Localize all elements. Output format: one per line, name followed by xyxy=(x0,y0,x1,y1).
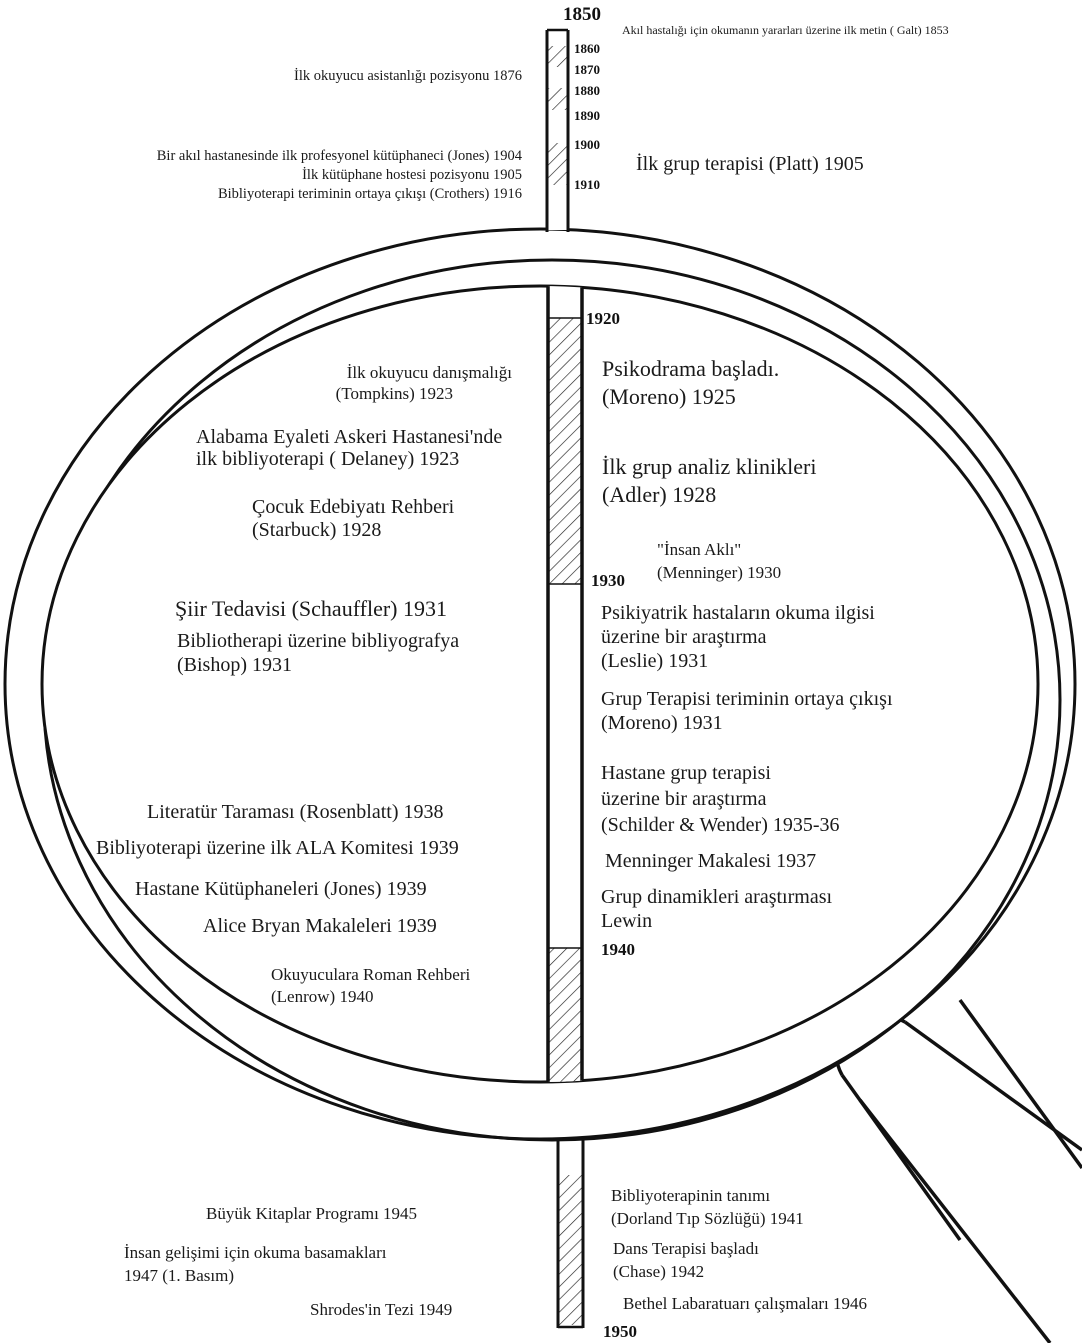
event-1931-bibliography-line1: Bibliotherapi üzerine bibliyografya xyxy=(177,630,460,652)
year-1890: 1890 xyxy=(574,108,600,123)
event-1941-line2: (Dorland Tıp Sözlüğü) 1941 xyxy=(611,1209,804,1228)
event-1930-line1: "İnsan Aklı" xyxy=(657,540,742,559)
event-1940-line2: (Lenrow) 1940 xyxy=(271,987,374,1006)
event-1945: Büyük Kitaplar Programı 1945 xyxy=(206,1204,418,1223)
event-1905-right: İlk grup terapisi (Platt) 1905 xyxy=(636,153,864,175)
magnifier-handle xyxy=(834,948,1082,1343)
event-1947-line1: İnsan gelişimi için okuma basamakları xyxy=(124,1243,387,1262)
year-1870: 1870 xyxy=(574,62,600,77)
event-1925-line2: (Moreno) 1925 xyxy=(602,384,736,409)
event-1935-line1: Hastane grup terapisi xyxy=(601,762,771,784)
year-1860: 1860 xyxy=(574,41,600,56)
event-1905-left: İlk kütüphane hostesi pozisyonu 1905 xyxy=(302,167,522,183)
event-1949: Shrodes'in Tezi 1949 xyxy=(310,1300,453,1319)
event-1928-right-line1: İlk grup analiz klinikleri xyxy=(602,454,817,479)
event-1928-left-line1: Çocuk Edebiyatı Rehberi xyxy=(252,496,455,518)
event-1931-leslie-line1: Psikiyatrik hastaların okuma ilgisi xyxy=(601,602,875,624)
event-1931-moreno-line1: Grup Terapisi teriminin ortaya çıkışı xyxy=(601,688,893,710)
event-1947-line2: 1947 (1. Basım) xyxy=(124,1266,235,1285)
event-1942-line2: (Chase) 1942 xyxy=(613,1262,705,1281)
year-1920: 1920 xyxy=(586,309,620,328)
event-1916: Bibliyoterapi teriminin ortaya çıkışı (C… xyxy=(217,186,522,202)
year-1900: 1900 xyxy=(574,137,600,152)
event-1931-leslie-line3: (Leslie) 1931 xyxy=(601,650,709,672)
event-1942-line1: Dans Terapisi başladı xyxy=(613,1239,759,1258)
event-1939-lewin-line2: Lewin xyxy=(601,910,653,932)
event-1937: Menninger Makalesi 1937 xyxy=(605,850,817,872)
timeline-bar-magnified xyxy=(546,286,584,1082)
event-1939-ala: Bibliyoterapi üzerine ilk ALA Komitesi 1… xyxy=(96,837,459,859)
event-1853: Akıl hastalığı için okumanın yararları ü… xyxy=(622,23,949,37)
event-1930-line2: (Menninger) 1930 xyxy=(657,563,782,582)
event-1939-lewin-line1: Grup dinamikleri araştırması xyxy=(601,886,833,908)
event-1931-leslie-line2: üzerine bir araştırma xyxy=(601,626,767,648)
event-1939-bryan: Alice Bryan Makaleleri 1939 xyxy=(203,915,437,937)
event-1931-poetry: Şiir Tedavisi (Schauffler) 1931 xyxy=(175,596,447,621)
event-1928-left-line2: (Starbuck) 1928 xyxy=(252,519,382,541)
event-1925-line1: Psikodrama başladı. xyxy=(602,356,780,381)
event-1904: Bir akıl hastanesinde ilk profesyonel kü… xyxy=(156,148,522,164)
event-1935-line3: (Schilder & Wender) 1935-36 xyxy=(601,814,840,836)
event-1941-line1: Bibliyoterapinin tanımı xyxy=(611,1186,771,1205)
event-1876: İlk okuyucu asistanlığı pozisyonu 1876 xyxy=(294,68,522,84)
event-1928-right-line2: (Adler) 1928 xyxy=(602,482,717,507)
year-1880: 1880 xyxy=(574,83,600,98)
year-1930: 1930 xyxy=(591,571,625,590)
year-1940: 1940 xyxy=(601,940,635,959)
event-1946: Bethel Labaratuarı çalışmaları 1946 xyxy=(623,1294,868,1313)
event-1923b-line1: Alabama Eyaleti Askeri Hastanesi'nde xyxy=(196,426,503,448)
event-1938: Literatür Taraması (Rosenblatt) 1938 xyxy=(147,801,444,823)
event-1931-bibliography-line2: (Bishop) 1931 xyxy=(177,654,292,676)
event-1939-jones: Hastane Kütüphaneleri (Jones) 1939 xyxy=(135,878,427,900)
year-1910: 1910 xyxy=(574,177,600,192)
timeline-bar-top xyxy=(545,24,570,232)
timeline-bar-bottom xyxy=(556,1140,585,1329)
magnifier-lens xyxy=(3,227,1077,1142)
event-1923a-line1: İlk okuyucu danışmalığı xyxy=(346,363,512,382)
event-1931-moreno-line2: (Moreno) 1931 xyxy=(601,712,723,734)
year-1850: 1850 xyxy=(563,4,601,25)
event-1940-line1: Okuyuculara Roman Rehberi xyxy=(271,965,471,984)
year-1950: 1950 xyxy=(603,1322,637,1341)
event-1923a-line2: (Tompkins) 1923 xyxy=(335,384,453,403)
event-1923b-line2: ilk bibliyoterapi ( Delaney) 1923 xyxy=(196,448,460,470)
event-1935-line2: üzerine bir araştırma xyxy=(601,788,767,810)
